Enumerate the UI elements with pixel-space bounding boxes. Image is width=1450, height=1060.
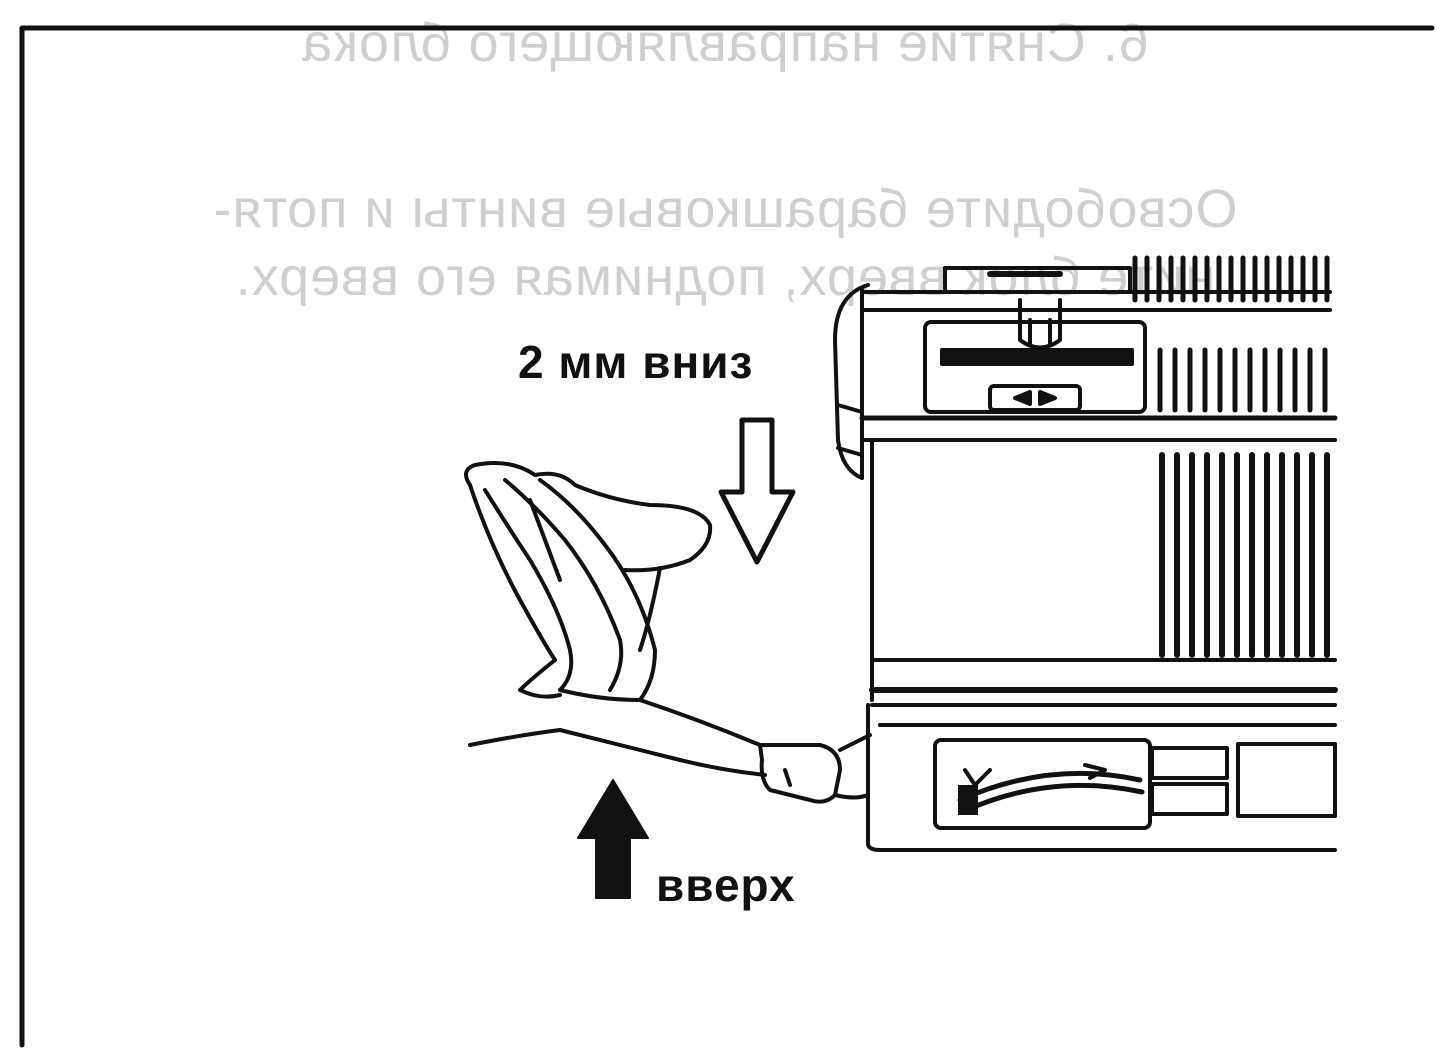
label-down: 2 мм вниз bbox=[518, 336, 754, 388]
arrow-down-outline-icon bbox=[718, 417, 796, 565]
arrow-up-solid-icon bbox=[577, 779, 649, 899]
hand-icon bbox=[464, 461, 872, 804]
machine-icon bbox=[833, 255, 1338, 852]
label-up: вверх bbox=[656, 859, 796, 911]
frame-border bbox=[19, 25, 1435, 1048]
needle-comb bbox=[1132, 255, 1330, 303]
